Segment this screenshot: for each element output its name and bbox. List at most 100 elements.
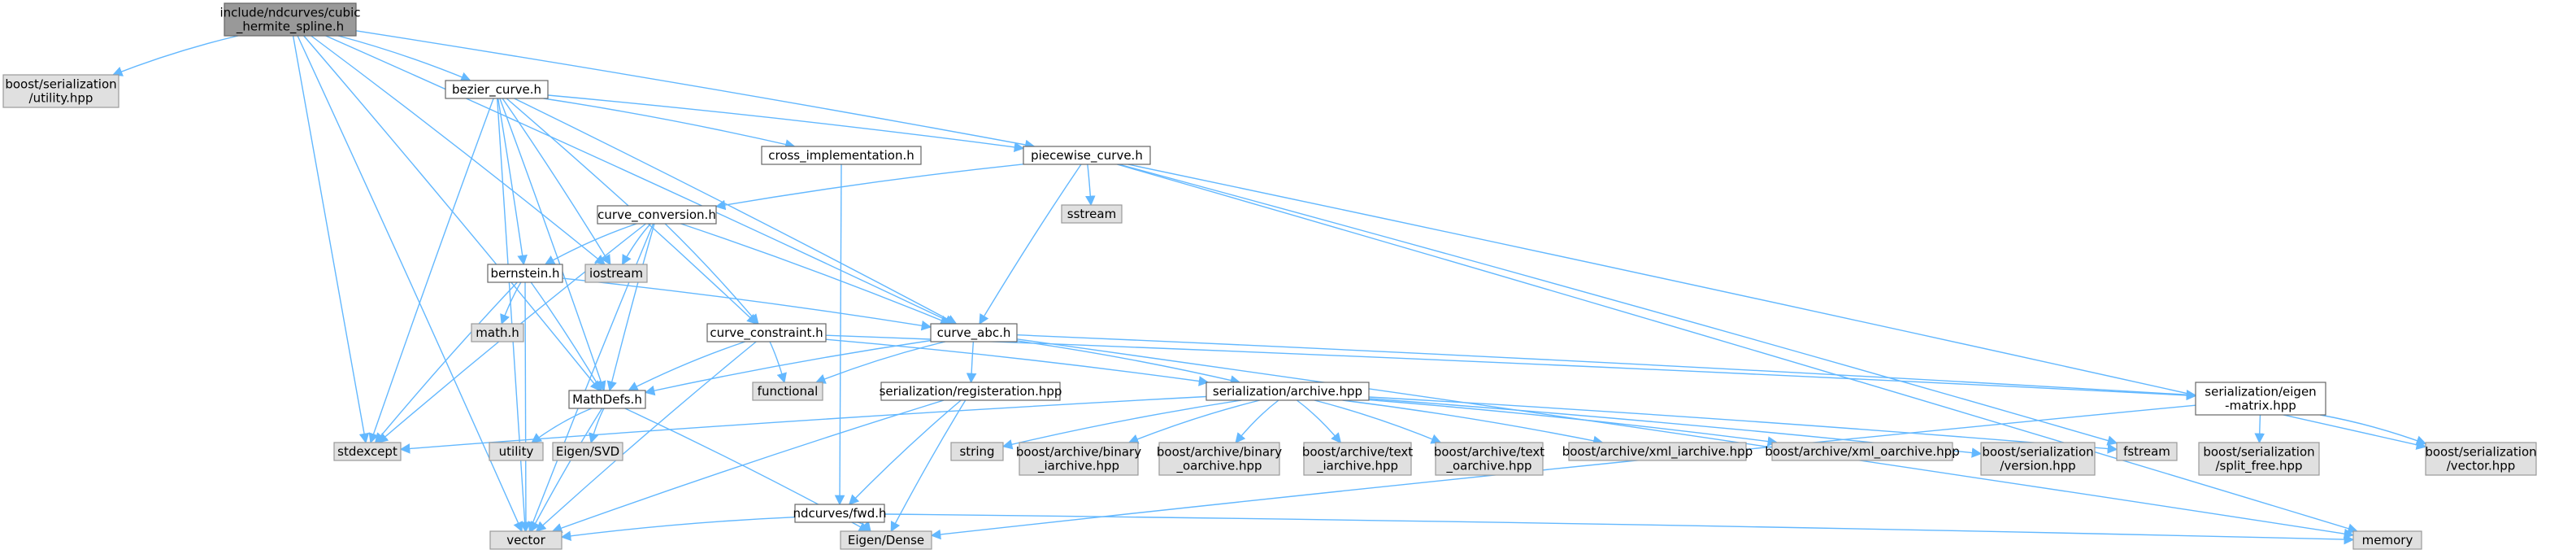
- node-bezier[interactable]: bezier_curve.h: [445, 80, 549, 99]
- node-conversion[interactable]: curve_conversion.h: [597, 205, 717, 225]
- edge-piecewise-to-fstream: [1119, 164, 2118, 446]
- node-constraint-box: [706, 323, 827, 342]
- node-ser_version: boost/serialization/version.hpp: [1980, 442, 2096, 476]
- edge-abc-to-eigenmatrix: [1016, 334, 2197, 400]
- edge-conversion-to-constraint: [664, 223, 759, 325]
- node-vector-label-0: vector: [506, 533, 545, 547]
- node-sstream-label-0: sstream: [1067, 207, 1116, 221]
- node-stdexcept: stdexcept: [333, 442, 402, 461]
- node-bernstein[interactable]: bernstein.h: [487, 264, 563, 283]
- node-ser_vector: boost/serialization/vector.hpp: [2425, 442, 2537, 476]
- node-iostream-label-0: iostream: [589, 266, 643, 281]
- node-eigenmatrix-label-0: serialization/eigen: [2205, 385, 2316, 399]
- node-eigenmatrix-label-1: -matrix.hpp: [2225, 399, 2296, 413]
- edge-root-to-mathdefs: [303, 35, 601, 391]
- node-boost_utility-label-0: boost/serialization: [5, 77, 116, 92]
- edge-eigenmatrix-to-eigendense: [930, 404, 2196, 540]
- node-boost_utility: boost/serialization/utility.hpp: [2, 74, 119, 108]
- node-utility: utility: [489, 442, 544, 461]
- edge-root-to-stdexcept: [292, 35, 370, 444]
- node-split_free-box: [2198, 442, 2320, 476]
- node-fwd-box: [794, 504, 885, 523]
- node-xml_oarchive-box: [1771, 442, 1953, 461]
- node-xml_iarchive-label-0: boost/archive/xml_iarchive.hpp: [1562, 444, 1753, 460]
- edge-bernstein-to-abc: [562, 277, 932, 331]
- node-memory: memory: [2352, 530, 2422, 550]
- node-bin_oarchive-label-1: _oarchive.hpp: [1175, 459, 1262, 474]
- edge-piecewise-to-abc: [979, 164, 1082, 325]
- node-memory-box: [2352, 530, 2422, 550]
- node-ser_version-label-1: /version.hpp: [2000, 459, 2075, 473]
- node-eigensvd-box: [552, 442, 623, 461]
- node-registeration[interactable]: serialization/registeration.hpp: [880, 382, 1062, 401]
- node-ser_version-box: [1980, 442, 2096, 476]
- node-bin_iarchive-label-0: boost/archive/binary: [1016, 445, 1141, 460]
- node-stdexcept-label-0: stdexcept: [337, 444, 397, 459]
- node-fwd[interactable]: ndcurves/fwd.h: [793, 504, 887, 523]
- node-abc[interactable]: curve_abc.h: [930, 323, 1018, 342]
- edge-bezier-to-iostream: [502, 98, 611, 266]
- edge-fwd-to-eigendense: [854, 521, 871, 532]
- node-archive[interactable]: serialization/archive.hpp: [1205, 382, 1370, 401]
- node-text_oarchive: boost/archive/text_oarchive.hpp: [1434, 442, 1544, 476]
- edge-bezier-to-stdexcept: [368, 98, 494, 444]
- edge-abc-to-functional: [815, 341, 946, 384]
- edge-archive-to-bin_oarchive: [1235, 399, 1279, 443]
- edge-root-to-iostream: [311, 35, 606, 265]
- node-iostream-box: [584, 264, 648, 283]
- node-root[interactable]: include/ndcurves/cubic_hermite_spline.h: [219, 2, 361, 37]
- node-text_iarchive-box: [1303, 442, 1412, 476]
- edge-mathdefs-to-utility: [531, 408, 593, 443]
- node-ser_vector-label-0: boost/serialization: [2425, 445, 2536, 460]
- edge-bezier-to-cross: [543, 98, 796, 150]
- node-eigendense-label-0: Eigen/Dense: [848, 533, 924, 547]
- edge-bernstein-to-mathdefs: [530, 281, 602, 392]
- edge-bernstein-to-stdexcept: [374, 281, 518, 443]
- edge-archive-to-text_iarchive: [1296, 399, 1342, 443]
- node-utility-label-0: utility: [499, 444, 534, 459]
- edge-abc-to-memory: [1016, 338, 2355, 539]
- node-text_iarchive-label-0: boost/archive/text: [1302, 445, 1413, 460]
- edge-abc-to-archive: [1016, 340, 1241, 386]
- node-cross-box: [761, 146, 922, 165]
- node-sstream: sstream: [1061, 204, 1123, 224]
- node-ser_vector-label-1: /vector.hpp: [2447, 459, 2516, 473]
- node-abc-label-0: curve_abc.h: [937, 325, 1011, 341]
- edge-abc-to-mathdefs: [644, 339, 932, 396]
- node-eigenmatrix[interactable]: serialization/eigen-matrix.hpp: [2195, 382, 2326, 416]
- nodes-layer: include/ndcurves/cubic_hermite_spline.hb…: [2, 2, 2537, 550]
- node-mathdefs[interactable]: MathDefs.h: [568, 390, 646, 409]
- node-bin_iarchive-label-1: _iarchive.hpp: [1037, 459, 1119, 474]
- edge-constraint-to-archive: [825, 338, 1210, 386]
- node-ser_version-label-0: boost/serialization: [1982, 445, 2093, 460]
- node-vector: vector: [489, 530, 563, 550]
- node-text_iarchive: boost/archive/text_iarchive.hpp: [1302, 442, 1413, 476]
- edge-piecewise-to-memory: [1117, 164, 2359, 534]
- node-cross[interactable]: cross_implementation.h: [761, 146, 922, 165]
- node-text_iarchive-label-1: _iarchive.hpp: [1316, 459, 1398, 474]
- node-root-label-1: _hermite_spline.h: [236, 20, 344, 35]
- node-fstream-label-0: fstream: [2123, 444, 2170, 459]
- node-constraint-label-0: curve_constraint.h: [710, 325, 823, 341]
- edge-eigenmatrix-to-ser_vector: [2320, 414, 2427, 446]
- node-piecewise[interactable]: piecewise_curve.h: [1023, 146, 1151, 165]
- node-xml_oarchive-label-0: boost/archive/xml_oarchive.hpp: [1765, 444, 1959, 460]
- node-eigensvd: Eigen/SVD: [552, 442, 623, 461]
- node-iostream: iostream: [584, 264, 648, 283]
- edge-mathdefs-to-vector: [530, 408, 603, 533]
- edge-bezier-to-abc: [514, 98, 958, 325]
- node-bin_iarchive: boost/archive/binary_iarchive.hpp: [1016, 442, 1141, 476]
- node-registeration-label-0: serialization/registeration.hpp: [880, 384, 1062, 399]
- edge-piecewise-to-sstream: [1085, 164, 1096, 207]
- node-archive-label-0: serialization/archive.hpp: [1213, 384, 1362, 399]
- node-fstream-box: [2116, 442, 2178, 461]
- node-constraint[interactable]: curve_constraint.h: [706, 323, 827, 342]
- edge-constraint-to-functional: [769, 341, 787, 384]
- node-boost_utility-box: [2, 74, 119, 108]
- node-text_oarchive-label-1: _oarchive.hpp: [1445, 459, 1531, 474]
- node-stdexcept-box: [333, 442, 402, 461]
- node-fstream: fstream: [2116, 442, 2178, 461]
- edge-bezier-to-vector: [497, 98, 530, 533]
- edge-constraint-to-mathdefs: [628, 341, 745, 391]
- edge-bezier-to-piecewise: [547, 94, 1025, 153]
